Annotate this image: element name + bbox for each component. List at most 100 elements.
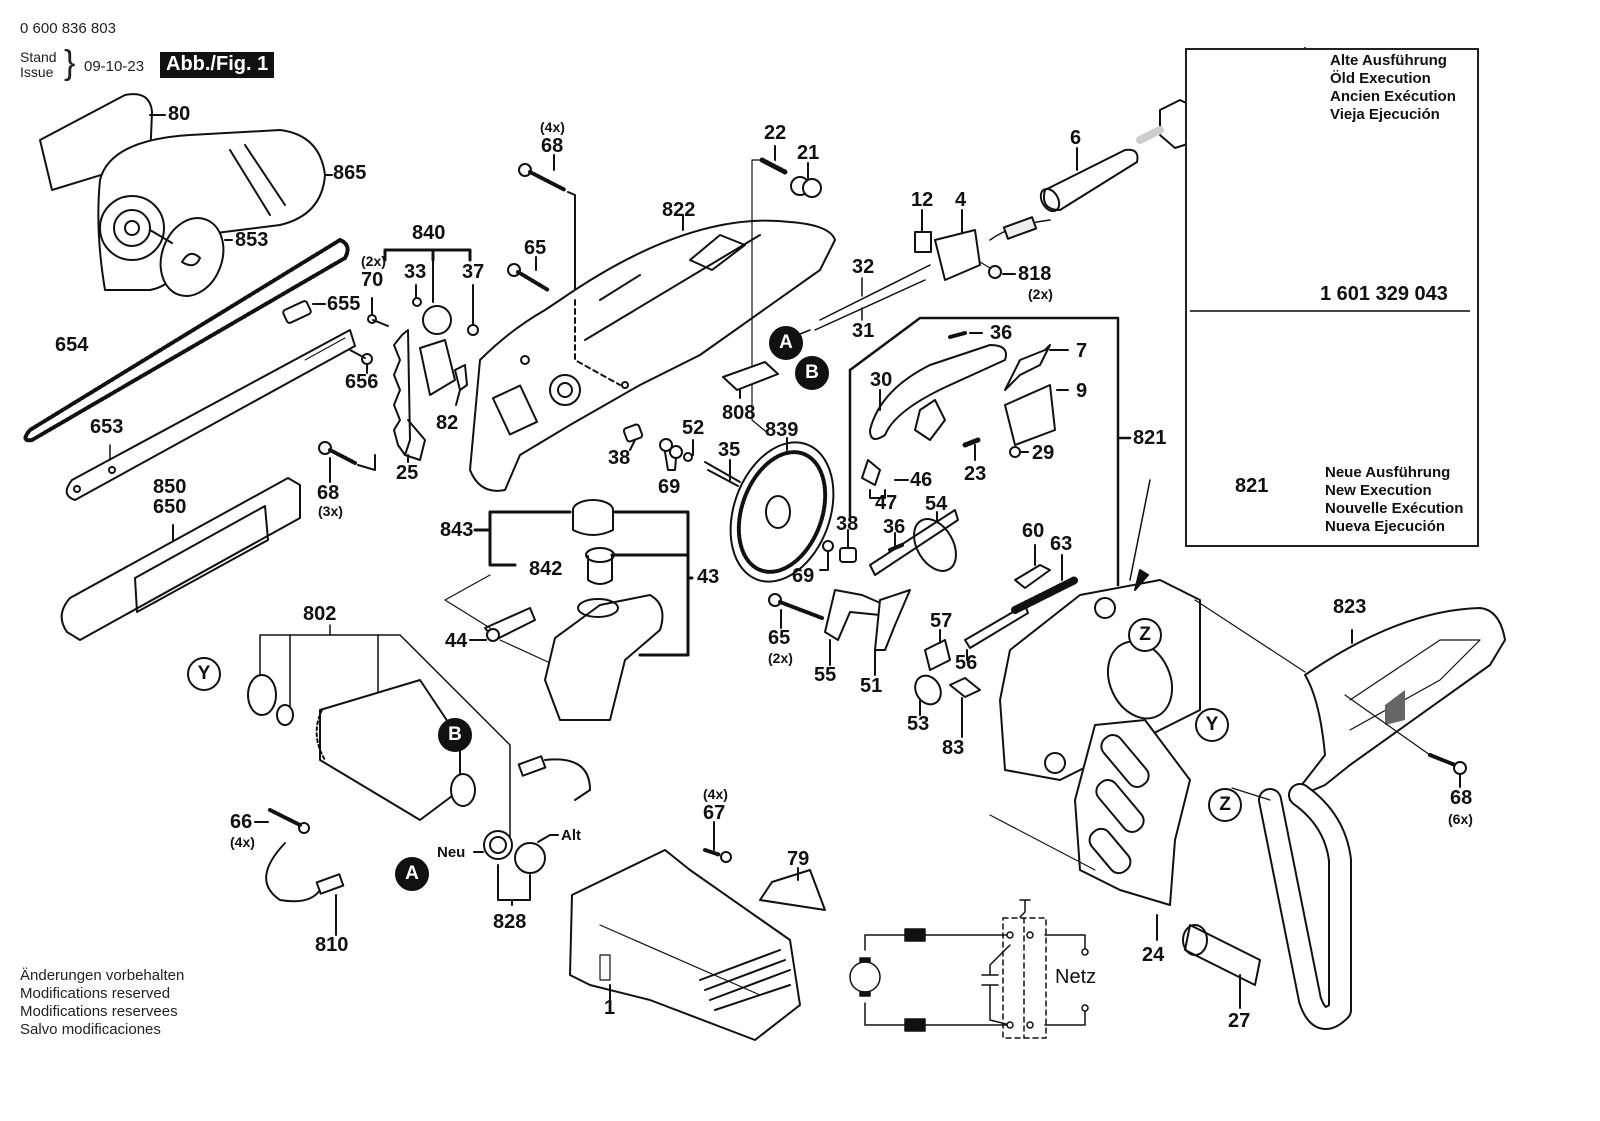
part-label-808: 808 bbox=[722, 402, 756, 424]
part-56-rod bbox=[964, 604, 1029, 661]
part-label-63: 63 bbox=[1050, 533, 1073, 555]
wiring-schematic bbox=[849, 899, 1089, 1039]
bracket-843-842-43 bbox=[473, 510, 694, 657]
part-label-56: 56 bbox=[955, 652, 978, 674]
disclaimer-fr: Modifications reservees bbox=[20, 1003, 178, 1020]
part-853-disc bbox=[149, 217, 233, 297]
part-label-68-left: 68 bbox=[317, 482, 340, 504]
old-execution-de: Alte Ausführung bbox=[1330, 52, 1447, 69]
part-65-screw-top bbox=[507, 256, 550, 292]
part-label-828: 828 bbox=[493, 911, 527, 933]
part-label-22: 22 bbox=[764, 122, 787, 144]
part-label-38-b: 38 bbox=[836, 513, 859, 535]
part-label-822: 822 bbox=[662, 199, 696, 221]
part-30-lever bbox=[869, 344, 1007, 440]
disclaimer-es: Salvo modificaciones bbox=[20, 1021, 161, 1038]
new-execution-part-label: 821 bbox=[1235, 475, 1269, 497]
part-46-47-trigger-parts bbox=[861, 399, 946, 499]
part-6-cable-sleeve bbox=[1039, 147, 1139, 213]
part-654-saw-chain bbox=[23, 238, 350, 443]
part-68-screw-left bbox=[318, 441, 376, 483]
part-label-650: 650 bbox=[153, 496, 187, 518]
part-label-80: 80 bbox=[168, 103, 191, 125]
part-38-bushing-b bbox=[839, 529, 857, 563]
part-69-washers-a bbox=[659, 438, 693, 471]
part-36-spring-a bbox=[948, 331, 983, 339]
part-65-screw-mid bbox=[768, 593, 824, 629]
marker-y-right: Y bbox=[1195, 708, 1229, 742]
new-execution-en: New Execution bbox=[1325, 482, 1432, 499]
part-label-823: 823 bbox=[1333, 596, 1367, 618]
part-51-trigger bbox=[874, 589, 911, 676]
part-label-35: 35 bbox=[718, 439, 741, 461]
old-execution-part-number: 1 601 329 043 bbox=[1320, 283, 1448, 305]
part-label-23: 23 bbox=[964, 463, 987, 485]
marker-z-case: Z bbox=[1128, 618, 1162, 652]
part-label-52: 52 bbox=[682, 417, 705, 439]
part-label-29: 29 bbox=[1032, 442, 1055, 464]
part-79-label bbox=[759, 867, 826, 911]
part-842-oil-filter bbox=[585, 547, 615, 585]
part-label-60: 60 bbox=[1022, 520, 1045, 542]
part-label-843: 843 bbox=[440, 519, 474, 541]
new-execution-de: Neue Ausführung bbox=[1325, 464, 1451, 481]
qty-818: (2x) bbox=[1028, 286, 1053, 302]
part-label-6: 6 bbox=[1070, 127, 1082, 149]
part-label-840: 840 bbox=[412, 222, 446, 244]
part-653-guide-bar bbox=[65, 329, 356, 501]
part-66-screw bbox=[254, 808, 310, 834]
part-4-switch bbox=[934, 209, 1051, 281]
part-839-gear bbox=[729, 437, 835, 583]
part-21-knob bbox=[790, 162, 822, 198]
issue-label: Issue bbox=[20, 64, 54, 80]
part-22-spring bbox=[751, 145, 788, 436]
part-label-853: 853 bbox=[235, 229, 269, 251]
execution-inset-box bbox=[1185, 48, 1479, 547]
part-label-9: 9 bbox=[1076, 380, 1088, 402]
disclaimer-en: Modifications reserved bbox=[20, 985, 171, 1002]
label-neu: Neu bbox=[437, 844, 466, 861]
part-label-79: 79 bbox=[787, 848, 810, 870]
part-810-brush-cable bbox=[265, 755, 591, 936]
part-label-83: 83 bbox=[942, 737, 965, 759]
bracket-802 bbox=[259, 624, 511, 846]
part-label-653: 653 bbox=[90, 416, 124, 438]
marker-b-motor: B bbox=[438, 718, 472, 752]
part-43-oil-tank bbox=[544, 594, 664, 721]
part-7-bracket bbox=[1004, 344, 1069, 391]
part-1-motor-cover bbox=[569, 849, 801, 1041]
part-656-screw bbox=[349, 349, 373, 374]
old-execution-es: Vieja Ejecución bbox=[1330, 106, 1440, 123]
bracket-821 bbox=[848, 316, 1132, 587]
stand-issue-labels: Stand Issue bbox=[20, 50, 57, 80]
part-label-818: 818 bbox=[1018, 263, 1052, 285]
part-68-screw-top bbox=[518, 154, 576, 291]
part-850-650-bar-cover bbox=[60, 477, 301, 641]
part-55-lever-plate bbox=[824, 589, 886, 666]
part-label-25: 25 bbox=[396, 462, 419, 484]
part-label-655: 655 bbox=[327, 293, 361, 315]
part-865-sprocket-cover bbox=[97, 129, 333, 291]
new-execution-fr: Nouvelle Exécution bbox=[1325, 500, 1464, 517]
qty-68-right: (6x) bbox=[1448, 811, 1473, 827]
part-label-821: 821 bbox=[1133, 427, 1167, 449]
part-27-front-handle bbox=[1182, 783, 1352, 1030]
document-part-number: 0 600 836 803 bbox=[20, 20, 116, 37]
part-655-plate bbox=[282, 300, 326, 324]
part-label-21: 21 bbox=[797, 142, 820, 164]
new-execution-caption: Neue Ausführung New Execution Nouvelle E… bbox=[1325, 464, 1463, 536]
part-36-spring-b bbox=[888, 532, 904, 552]
part-808-label bbox=[722, 361, 779, 399]
part-823-chain-guard bbox=[1194, 599, 1506, 801]
qty-68-left: (3x) bbox=[318, 503, 343, 519]
part-822-motor-housing bbox=[469, 214, 836, 492]
part-label-842: 842 bbox=[529, 558, 563, 580]
part-label-38-a: 38 bbox=[608, 447, 631, 469]
part-69-washer-b bbox=[819, 540, 834, 571]
issue-date: 09-10-23 bbox=[84, 58, 145, 75]
old-execution-caption: Alte Ausführung Öld Execution Ancien Exé… bbox=[1330, 52, 1456, 124]
figure-badge: Abb./Fig. 1 bbox=[160, 52, 275, 78]
part-label-12: 12 bbox=[911, 189, 934, 211]
part-12-switch-part bbox=[914, 209, 932, 253]
qty-67: (4x) bbox=[703, 786, 728, 802]
